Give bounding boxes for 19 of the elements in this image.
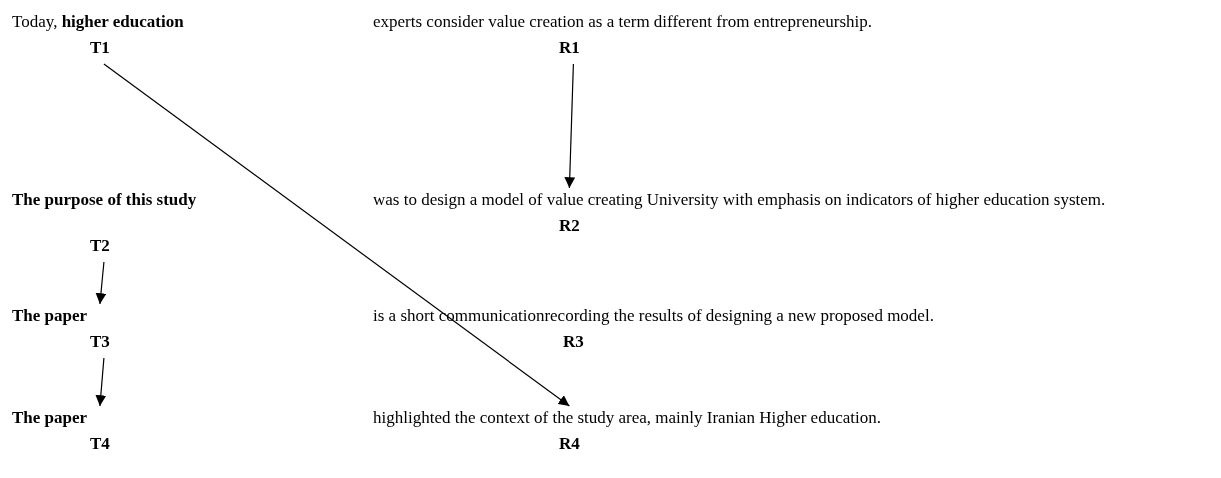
rheme-label: R2 <box>559 216 580 236</box>
theme-phrase: Today, higher education <box>12 12 185 32</box>
rheme-sentence: experts consider value creation as a term different from entrepreneurship. <box>373 12 874 32</box>
theme-phrase: The purpose of this study <box>12 190 198 210</box>
theme-phrase: The paper <box>12 408 89 428</box>
rheme-sentence: highlighted the context of the study area, mainly Iranian Higher education. <box>373 408 882 428</box>
arrow <box>95 261 107 305</box>
rheme-label: R1 <box>559 38 580 58</box>
rheme-label: R4 <box>559 434 580 454</box>
theme-phrase: The paper <box>12 306 89 326</box>
arrow <box>95 357 107 407</box>
arrow <box>564 63 576 189</box>
theme-label: T2 <box>90 236 110 256</box>
arrow <box>103 63 570 407</box>
rheme-sentence: was to design a model of value creating University with emphasis on indicators of higher education system. <box>373 190 1107 210</box>
rheme-label: R3 <box>563 332 584 352</box>
theme-label: T3 <box>90 332 110 352</box>
theme-label: T1 <box>90 38 110 58</box>
theme-label: T4 <box>90 434 110 454</box>
